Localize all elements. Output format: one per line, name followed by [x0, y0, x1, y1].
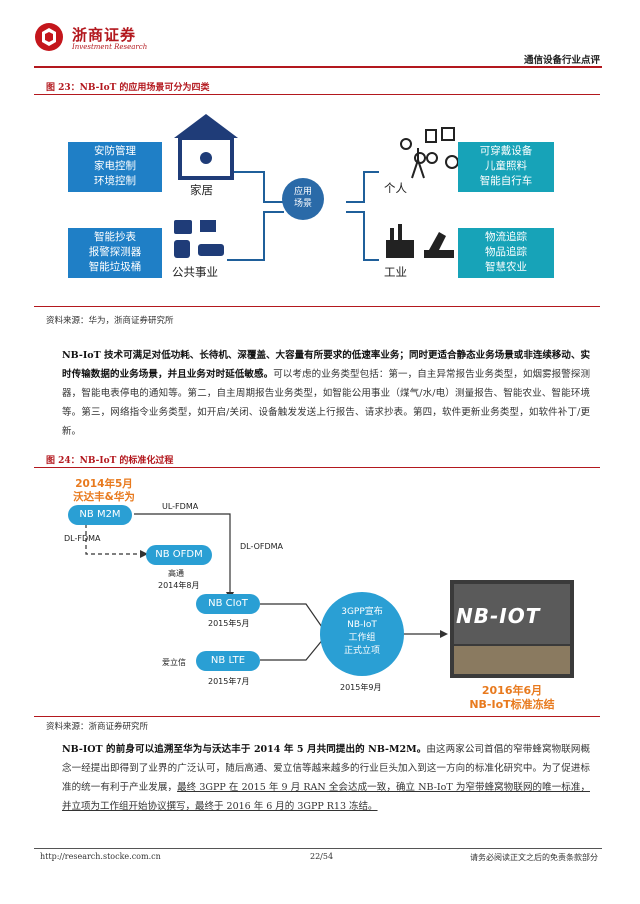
company-logo-icon [35, 23, 63, 51]
center-circle: 应用 场景 [282, 178, 324, 220]
caption-divider [34, 94, 600, 95]
public-items-box: 智能抄表 报警探测器 智能垃圾桶 [68, 228, 162, 278]
nb-ofdm-pill: NB OFDM [146, 545, 212, 565]
dl-fdma-label: DL-FDMA [64, 534, 101, 543]
personal-label: 个人 [384, 181, 407, 195]
public-facilities-icon [174, 220, 224, 258]
figure-23-caption: 图 23：NB-IoT 的应用场景可分为四类 [46, 83, 210, 93]
footer-disclaimer: 请务必阅读正文之后的免责条款部分 [470, 853, 598, 862]
figure-24-caption: 图 24：NB-IoT 的标准化过程 [46, 456, 174, 466]
ul-fdma-label: UL-FDMA [162, 502, 199, 511]
milestone-line: 工作组 [348, 633, 376, 643]
report-type: 通信设备行业点评 [523, 55, 600, 66]
personal-item: 儿童照料 [485, 160, 527, 172]
page-number: 22/54 [310, 852, 334, 861]
lte-date: 2015年7月 [208, 677, 250, 686]
standardization-process-diagram [85, 513, 574, 678]
figure-23-source: 资料来源：华为，浙商证券研究所 [46, 316, 174, 326]
ciot-date: 2015年5月 [208, 619, 250, 628]
caption-divider [34, 467, 600, 468]
wearables-icon [400, 127, 459, 179]
personal-item: 智能自行车 [479, 175, 533, 187]
personal-item: 可穿戴设备 [479, 145, 533, 157]
public-label: 公共事业 [172, 265, 218, 279]
brand-name: 浙商证券 [72, 26, 137, 44]
top-date: 2014年5月 [75, 478, 133, 490]
body-paragraph-1: NB-IoT 技术可满足对低功耗、长待机、深覆盖、大容量有所要求的低速率业务；同… [62, 346, 590, 441]
personal-items-box: 可穿戴设备 儿童照料 智能自行车 [458, 142, 554, 192]
industry-item: 物品追踪 [485, 246, 527, 258]
factory-icon [386, 224, 454, 258]
milestone-line: 3GPP宣布 [341, 607, 383, 617]
industry-item: 智慧农业 [485, 261, 527, 273]
figure-divider [34, 306, 600, 307]
public-item: 智能抄表 [94, 231, 136, 243]
top-parties: 沃达丰&华为 [73, 491, 135, 503]
figure-divider [34, 716, 600, 717]
footer-divider [34, 848, 602, 849]
paragraph-1-bold: NB-IoT 技术可满足对低功耗、长待机、深覆盖、大容量有所要求的低速率业务；同… [62, 350, 590, 380]
home-label: 家居 [190, 183, 213, 197]
footer-url[interactable]: http://research.stocke.com.cn [40, 852, 161, 861]
nb-lte-pill: NB LTE [196, 651, 260, 671]
industry-label: 工业 [384, 265, 407, 279]
industry-items-box: 物流追踪 物品追踪 智慧农业 [458, 228, 554, 278]
milestone-line: NB-IoT [347, 620, 377, 630]
application-scenario-diagram [174, 114, 459, 261]
qualcomm-date: 2014年8月 [158, 581, 200, 590]
figure-24-source: 资料来源：浙商证券研究所 [46, 722, 149, 732]
paragraph-2-underline: 最终 3GPP 在 2015 年 9 月 RAN 全会达成一致，确立 NB-Io… [62, 782, 590, 812]
final-event: NB-IoT标准冻结 [469, 698, 555, 711]
nb-m2m-pill: NB M2M [68, 505, 132, 525]
final-date: 2016年6月 [481, 684, 543, 697]
photo-caption: NB-IOT [456, 604, 541, 628]
header-divider [34, 66, 602, 68]
body-paragraph-2: NB-IOT 的前身可以追溯至华为与沃达丰于 2014 年 5 月共同提出的 N… [62, 740, 590, 816]
house-icon [174, 114, 238, 180]
paragraph-2-bold: NB-IOT 的前身可以追溯至华为与沃达丰于 2014 年 5 月共同提出的 N… [62, 744, 427, 755]
paragraph-2-text: 由这两家公司首倡的窄带蜂窝物联网概念一经提出即得到了业界的广泛认可，随后高通、爱… [62, 744, 590, 793]
brand-english: Investment Research [72, 43, 148, 51]
milestone-text: 3GPP宣布 NB-IoT 工作组 正式立项 [320, 606, 404, 658]
paragraph-1-text: 可以考虑的业务类型包括：第一，自主异常报告业务类型，如烟雾报警探测器，智能电表停… [62, 369, 590, 437]
nb-ciot-pill: NB CIoT [196, 594, 260, 614]
milestone-circle [320, 592, 404, 676]
milestone-date: 2015年9月 [340, 683, 382, 692]
ericsson-label: 爱立信 [162, 658, 186, 667]
qualcomm-label: 高通 [168, 569, 184, 578]
home-item: 安防管理 [94, 145, 136, 157]
home-items-box: 安防管理 家电控制 环境控制 [68, 142, 162, 192]
industry-item: 物流追踪 [485, 231, 527, 243]
dl-ofdma-label: DL-OFDMA [240, 542, 284, 551]
home-item: 家电控制 [94, 160, 136, 172]
public-item: 报警探测器 [88, 246, 142, 258]
home-item: 环境控制 [94, 175, 136, 187]
public-item: 智能垃圾桶 [88, 261, 142, 273]
milestone-line: 正式立项 [343, 646, 380, 656]
